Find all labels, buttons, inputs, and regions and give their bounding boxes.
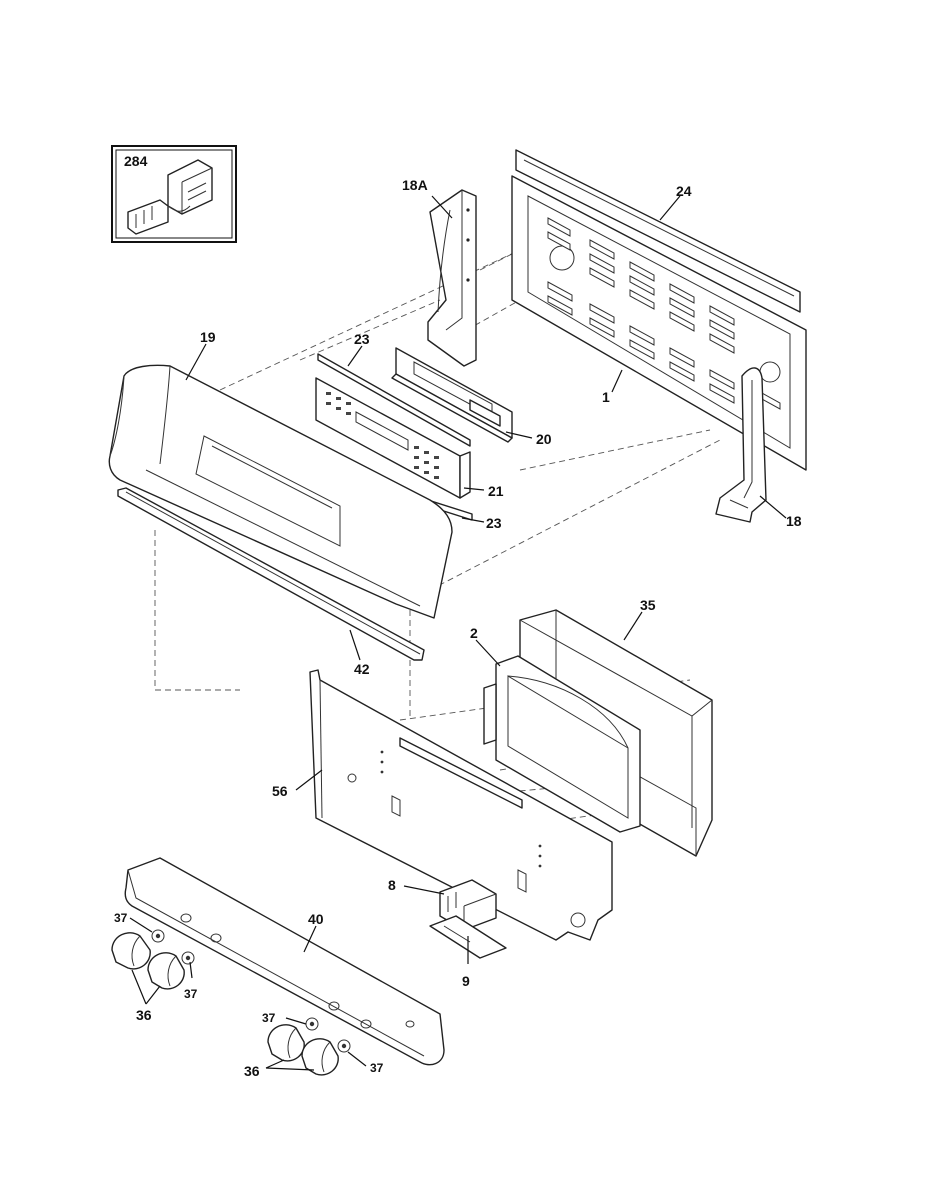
label-36-b: 36 [244, 1063, 260, 1079]
label-24: 24 [676, 183, 692, 199]
label-37-a: 37 [114, 911, 128, 925]
label-56: 56 [272, 783, 288, 799]
label-19: 19 [200, 329, 216, 345]
part-56-panel [309, 669, 613, 941]
label-37-b: 37 [184, 987, 198, 1001]
label-23-bottom: 23 [486, 515, 502, 531]
vent-slots [547, 217, 781, 410]
label-37-c: 37 [262, 1011, 276, 1025]
label-9: 9 [462, 973, 470, 989]
part-23-trim-top [317, 353, 471, 447]
label-284: 284 [124, 153, 148, 169]
part-24-flange [515, 149, 801, 313]
label-21: 21 [488, 483, 504, 499]
leader-lines [129, 195, 787, 1071]
label-23-top: 23 [354, 331, 370, 347]
inset-part-284 [111, 145, 237, 243]
label-40: 40 [308, 911, 324, 927]
label-8: 8 [388, 877, 396, 893]
label-35: 35 [640, 597, 656, 613]
part-20-control-board [391, 347, 513, 443]
label-1: 1 [602, 389, 610, 405]
part-18A-bracket [427, 189, 477, 367]
label-18A: 18A [402, 177, 428, 193]
part-36-knob-1 [111, 932, 151, 970]
part-36-knob-2 [147, 952, 185, 990]
part-19-console [108, 364, 453, 619]
label-2: 2 [470, 625, 478, 641]
label-37-d: 37 [370, 1061, 384, 1075]
part-36-knob-3 [267, 1024, 305, 1062]
part-21-overlay [315, 377, 471, 499]
part-40-panel [124, 857, 445, 1066]
label-20: 20 [536, 431, 552, 447]
label-18: 18 [786, 513, 802, 529]
part-1-rear-panel [511, 175, 807, 471]
part-2-frame [483, 655, 641, 833]
label-36-a: 36 [136, 1007, 152, 1023]
part-42-trim [117, 487, 425, 661]
part-37-washers [151, 929, 351, 1053]
part-18-bracket [715, 367, 767, 523]
label-42: 42 [354, 661, 370, 677]
part-36-knob-4 [301, 1038, 339, 1076]
